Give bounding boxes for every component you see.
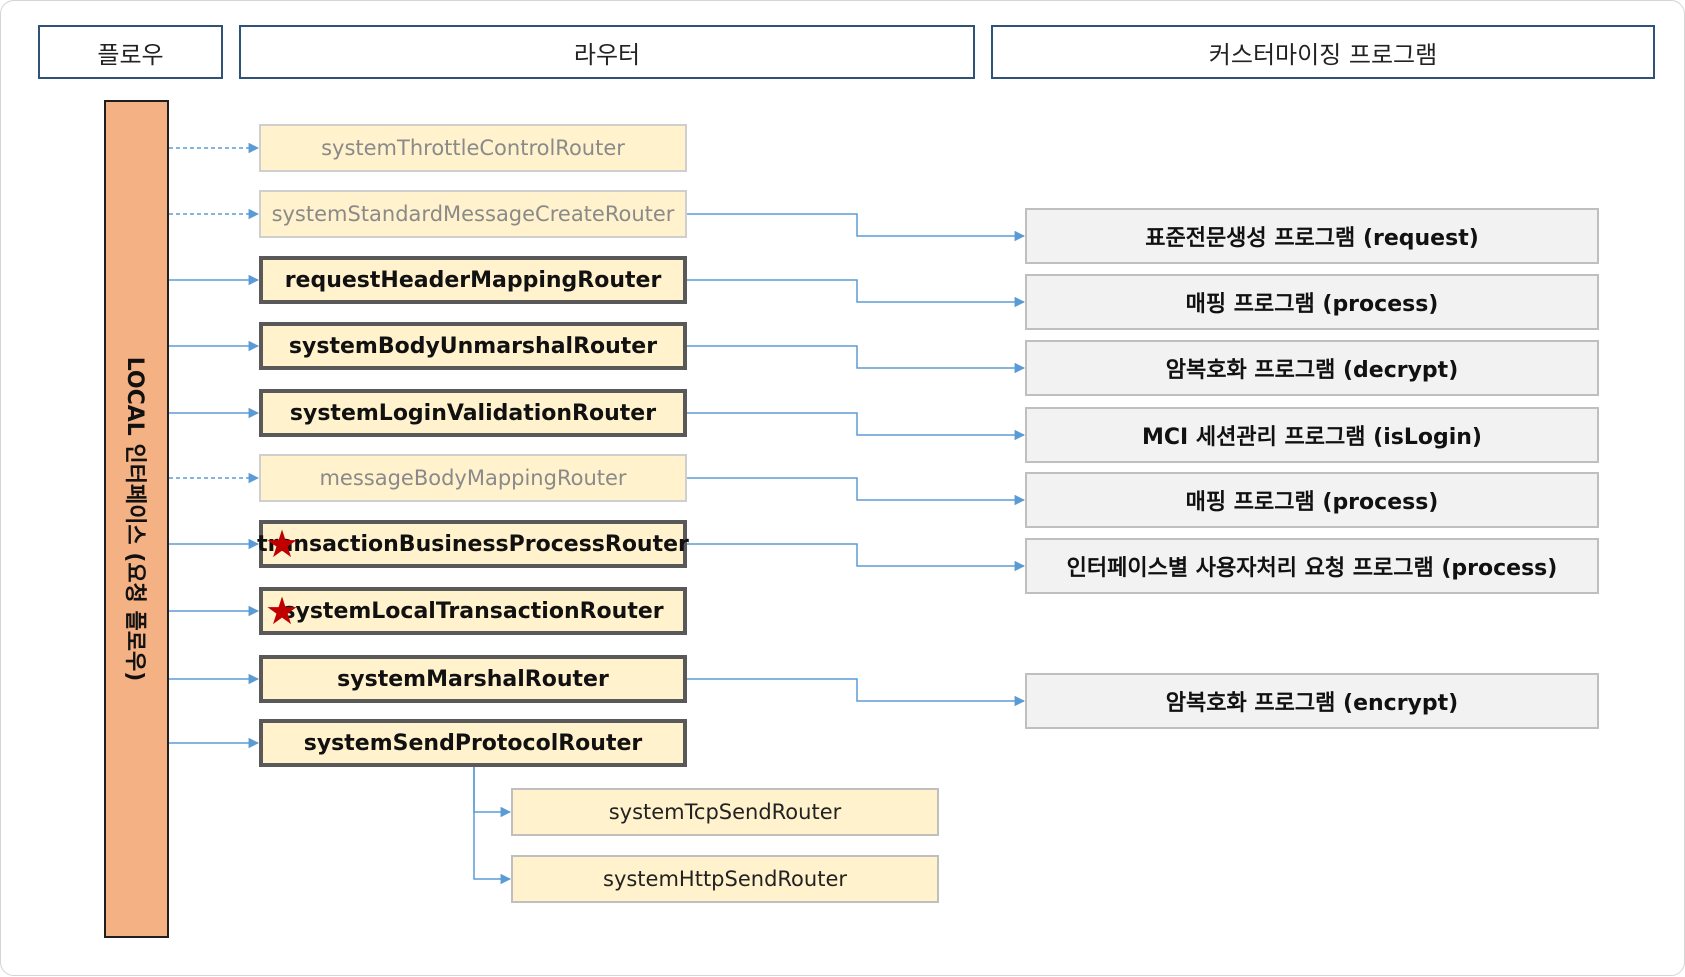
router-to-program-1 xyxy=(687,279,1026,308)
sub-router-label: systemHttpSendRouter xyxy=(603,867,847,891)
router-label: systemBodyUnmarshalRouter xyxy=(288,333,658,359)
header-flow: 플로우 xyxy=(38,25,223,79)
program-1[interactable]: 매핑 프로그램 (process) xyxy=(1025,274,1599,330)
program-3[interactable]: MCI 세션관리 프로그램 (isLogin) xyxy=(1025,407,1599,463)
router-7[interactable]: ★systemLocalTransactionRouter xyxy=(259,587,687,635)
program-label: 매핑 프로그램 (process) xyxy=(1185,490,1439,515)
router-label: systemLocalTransactionRouter xyxy=(282,598,664,624)
router-label: systemStandardMessageCreateRouter xyxy=(271,202,675,226)
sub-router-0[interactable]: systemTcpSendRouter xyxy=(511,788,939,836)
sub-router-label: systemTcpSendRouter xyxy=(608,800,842,824)
router-label: systemThrottleControlRouter xyxy=(321,136,625,160)
router-to-program-3 xyxy=(687,412,1026,441)
router-5[interactable]: messageBodyMappingRouter xyxy=(259,454,687,502)
router-label: systemLoginValidationRouter xyxy=(289,400,657,426)
program-5[interactable]: 인터페이스별 사용자처리 요청 프로그램 (process) xyxy=(1025,538,1599,594)
program-label: 암복호화 프로그램 (decrypt) xyxy=(1165,358,1459,383)
router-3[interactable]: systemBodyUnmarshalRouter xyxy=(259,322,687,370)
router-to-program-0 xyxy=(687,213,1026,242)
router-1[interactable]: systemStandardMessageCreateRouter xyxy=(259,190,687,238)
program-label: 인터페이스별 사용자처리 요청 프로그램 (process) xyxy=(1066,556,1558,581)
program-4[interactable]: 매핑 프로그램 (process) xyxy=(1025,472,1599,528)
program-0[interactable]: 표준전문생성 프로그램 (request) xyxy=(1025,208,1599,264)
router-label: messageBodyMappingRouter xyxy=(319,466,627,490)
program-label: MCI 세션관리 프로그램 (isLogin) xyxy=(1142,425,1482,450)
router-to-program-4 xyxy=(687,477,1026,506)
flow-bar: LOCAL 인터페이스 (요청 플로우) xyxy=(104,100,169,938)
router-label: systemMarshalRouter xyxy=(337,666,609,692)
router-4[interactable]: systemLoginValidationRouter xyxy=(259,389,687,437)
sub-router-1[interactable]: systemHttpSendRouter xyxy=(511,855,939,903)
router-to-program-5 xyxy=(687,543,1026,572)
star-icon: ★ xyxy=(265,522,300,566)
program-label: 암복호화 프로그램 (encrypt) xyxy=(1165,691,1459,716)
router-label: systemSendProtocolRouter xyxy=(303,730,643,756)
router-label: transactionBusinessProcessRouter xyxy=(257,531,689,557)
program-label: 매핑 프로그램 (process) xyxy=(1185,292,1439,317)
router-6[interactable]: ★transactionBusinessProcessRouter xyxy=(257,520,689,568)
router-0[interactable]: systemThrottleControlRouter xyxy=(259,124,687,172)
router-to-program-2 xyxy=(687,345,1026,374)
router-to-sub-router-1 xyxy=(473,767,512,885)
header-router: 라우터 xyxy=(239,25,975,79)
router-9[interactable]: systemSendProtocolRouter xyxy=(259,719,687,767)
program-2[interactable]: 암복호화 프로그램 (decrypt) xyxy=(1025,340,1599,396)
router-label: requestHeaderMappingRouter xyxy=(284,267,662,293)
router-to-program-6 xyxy=(687,678,1026,707)
router-8[interactable]: systemMarshalRouter xyxy=(259,655,687,703)
program-label: 표준전문생성 프로그램 (request) xyxy=(1145,226,1479,251)
router-to-sub-router-0 xyxy=(473,767,512,818)
router-2[interactable]: requestHeaderMappingRouter xyxy=(259,256,687,304)
star-icon: ★ xyxy=(265,589,300,633)
program-6[interactable]: 암복호화 프로그램 (encrypt) xyxy=(1025,673,1599,729)
header-program: 커스터마이징 프로그램 xyxy=(991,25,1655,79)
